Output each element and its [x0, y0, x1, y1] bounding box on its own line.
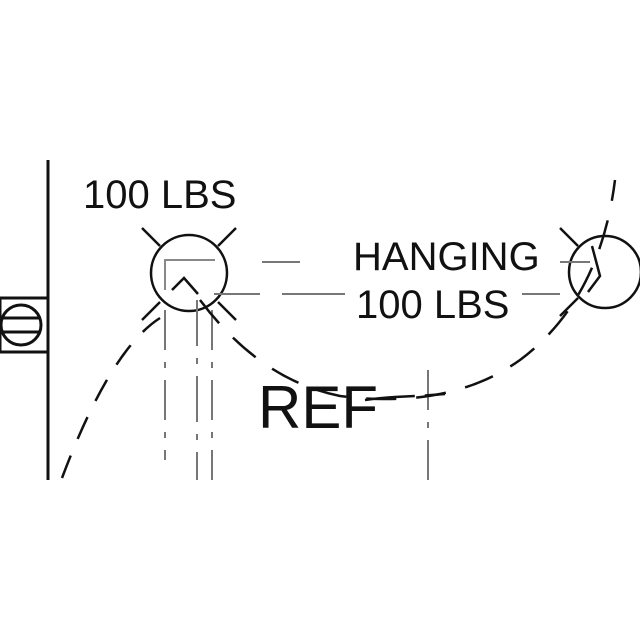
left-weight-label: 100 LBS — [83, 173, 236, 217]
light-fixture-icon — [141, 227, 237, 321]
wall-outlet-icon — [0, 296, 50, 354]
right-weight-label: 100 LBS — [356, 283, 509, 327]
right-status-label: HANGING — [353, 235, 540, 279]
centerlines — [164, 261, 590, 480]
swing-arcs — [60, 179, 617, 479]
light-fixture-icon — [559, 227, 640, 317]
reference-label: REF — [258, 374, 378, 441]
